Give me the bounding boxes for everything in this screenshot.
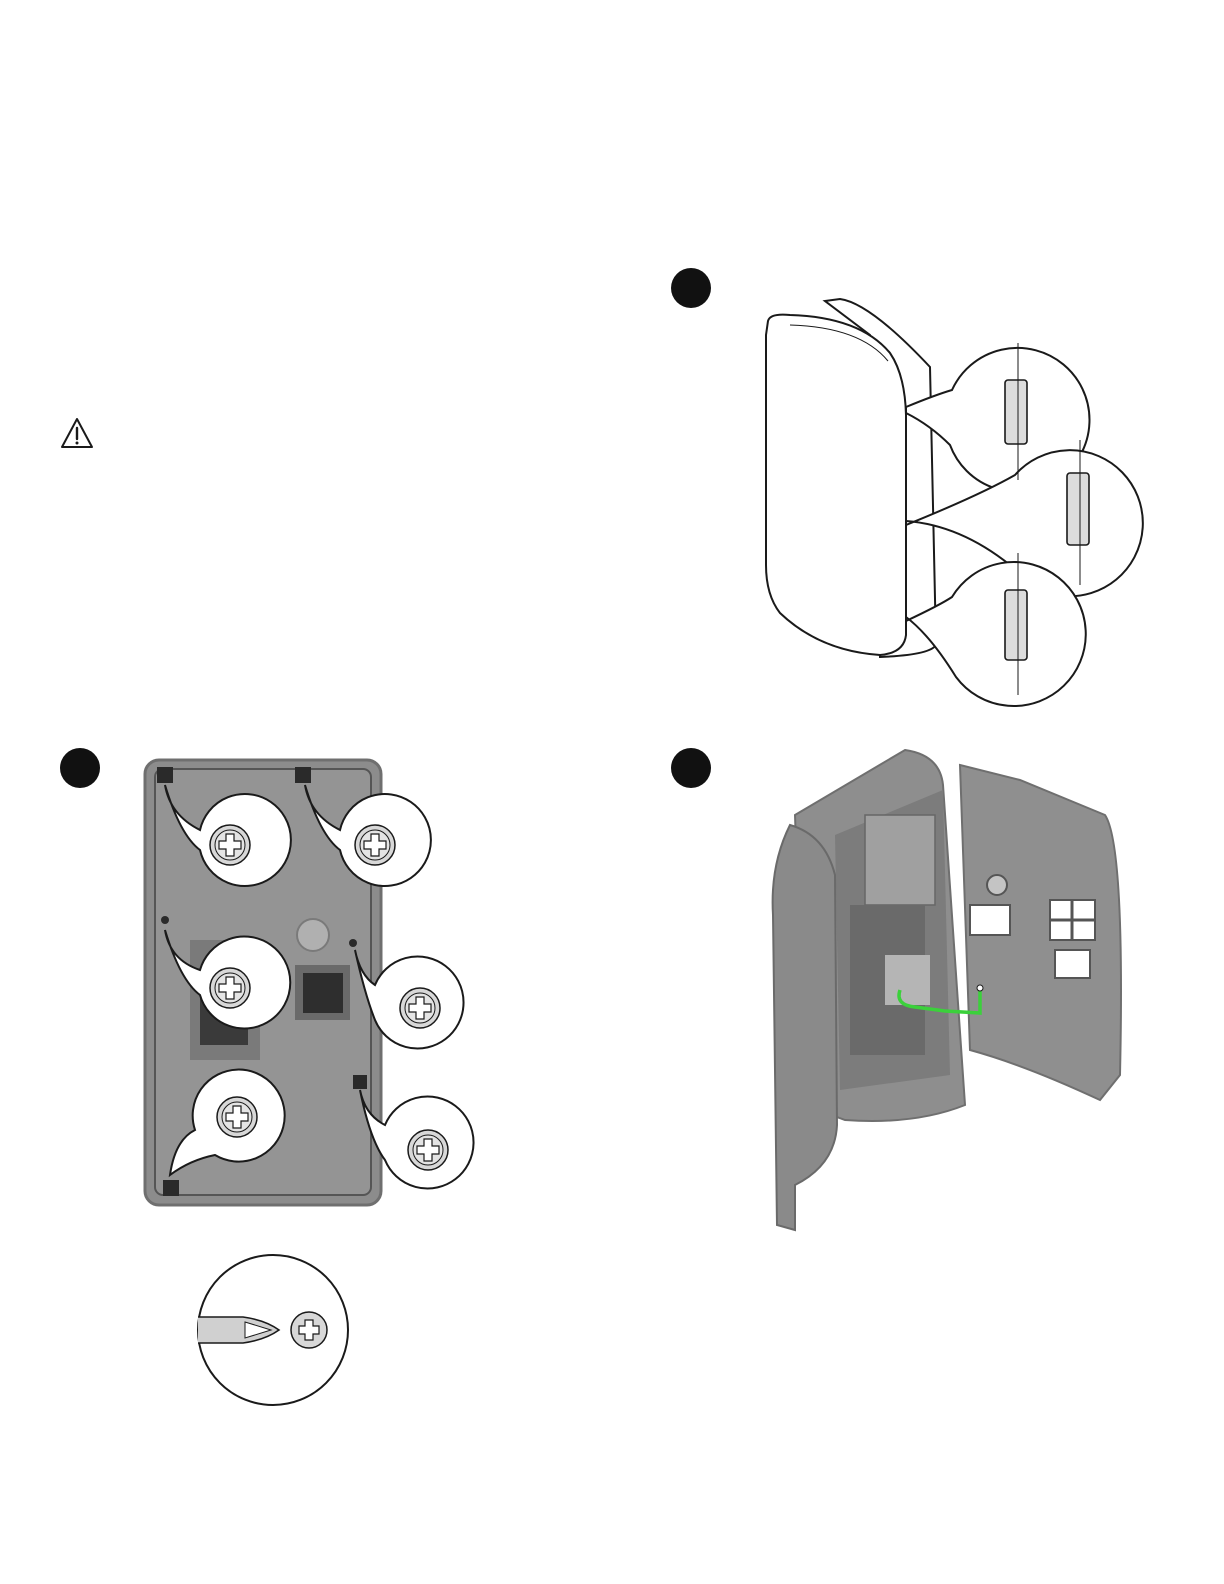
step-badge-1 [671,268,711,308]
step-badge-2 [60,748,100,788]
warning-triangle-icon [60,417,94,449]
screw-callout-top-left [160,780,280,895]
screw-callout-mid-left [160,925,280,1037]
screw-callout-bottom-left [165,1070,285,1180]
screw-callout-mid-right [350,945,470,1057]
hinge-alignment-figure [760,295,1160,705]
open-cover-ground-wire-figure [765,745,1125,1235]
step-badge-3 [671,748,711,788]
phillips-screwdriver-icon [195,1252,351,1408]
screw-callout-bottom-right [355,1085,480,1200]
screw-callout-top-right [300,780,425,895]
phillips-screw-icon [210,825,250,865]
